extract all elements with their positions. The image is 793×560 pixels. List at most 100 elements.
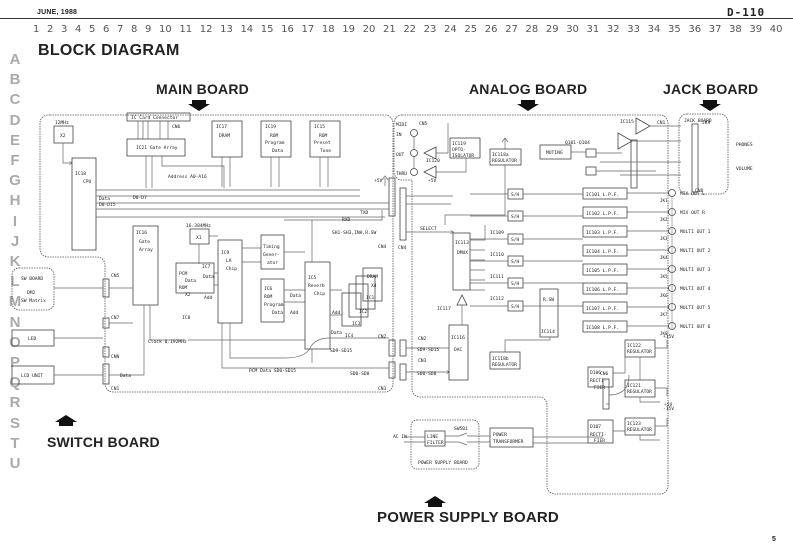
svg-text:IC123: IC123 bbox=[627, 421, 641, 427]
column-number: 14 bbox=[240, 24, 254, 35]
svg-text:SW BOARD: SW BOARD bbox=[21, 276, 43, 282]
sample-hold-label: S/H bbox=[511, 304, 520, 310]
column-number: 33 bbox=[627, 24, 640, 35]
svg-text:TXD: TXD bbox=[360, 210, 369, 216]
output-jack-id: JK4 bbox=[660, 255, 668, 260]
document-date: JUNE, 1988 bbox=[37, 9, 78, 16]
svg-text:IC1: IC1 bbox=[366, 295, 375, 301]
column-number: 24 bbox=[444, 24, 457, 35]
row-letter: O bbox=[9, 333, 21, 351]
column-number: 19 bbox=[342, 24, 355, 35]
row-letter: J bbox=[10, 232, 20, 250]
cn2-analog-connector bbox=[399, 339, 407, 357]
page-title: BLOCK DIAGRAM bbox=[38, 42, 180, 59]
column-number: 28 bbox=[525, 24, 539, 35]
header-rule bbox=[0, 18, 793, 19]
lpf-block bbox=[582, 301, 628, 314]
main-board-label: MAIN BOARD bbox=[156, 81, 249, 97]
svg-text:FIER: FIER bbox=[594, 438, 605, 444]
svg-text:CPU: CPU bbox=[83, 179, 92, 185]
ic118a-regulator bbox=[489, 148, 522, 166]
output-jack-label: MULTI OUT 3 bbox=[680, 267, 711, 273]
svg-text:IC118a: IC118a bbox=[492, 152, 509, 158]
svg-text:SD9-SD15: SD9-SD15 bbox=[330, 348, 352, 354]
svg-text:Preset: Preset bbox=[314, 140, 331, 146]
cn4-main-connector bbox=[388, 177, 396, 217]
svg-text:+5V: +5V bbox=[428, 178, 437, 184]
column-number: 4 bbox=[75, 24, 82, 35]
d106-rectifier bbox=[587, 366, 614, 388]
svg-text:SD9-SD15: SD9-SD15 bbox=[417, 347, 439, 353]
svg-text:Tone: Tone bbox=[320, 148, 331, 154]
column-number: 12 bbox=[199, 24, 213, 35]
svg-text:REGULATOR: REGULATOR bbox=[492, 362, 517, 368]
lpf-label: IC101 L.P.F. bbox=[586, 192, 619, 198]
svg-text:IC117: IC117 bbox=[437, 306, 451, 312]
svg-text:+5V: +5V bbox=[374, 178, 383, 184]
svg-text:OPTO-: OPTO- bbox=[452, 147, 466, 153]
column-number: 27 bbox=[505, 24, 518, 35]
svg-text:CN6: CN6 bbox=[172, 124, 181, 130]
svg-text:CN4: CN4 bbox=[378, 244, 387, 250]
lpf-block bbox=[582, 263, 628, 276]
output-jack-label: MULTI OUT 2 bbox=[680, 248, 711, 254]
svg-text:Add: Add bbox=[332, 310, 341, 316]
row-letter: M bbox=[8, 293, 22, 311]
svg-text:ROM: ROM bbox=[179, 285, 188, 291]
svg-text:Q101-Q104: Q101-Q104 bbox=[565, 140, 590, 146]
svg-text:IC16: IC16 bbox=[136, 230, 147, 236]
sample-hold-label: S/H bbox=[511, 281, 520, 287]
svg-text:REGULATOR: REGULATOR bbox=[627, 349, 652, 355]
svg-text:CN1: CN1 bbox=[657, 120, 666, 126]
column-number: 38 bbox=[729, 24, 742, 35]
column-number: 10 bbox=[159, 24, 172, 35]
ic117-amp bbox=[456, 294, 468, 306]
power-board-arrow-icon bbox=[424, 496, 446, 507]
svg-text:REGULATOR: REGULATOR bbox=[627, 389, 652, 395]
x1-crystal bbox=[189, 228, 210, 245]
column-number: 3 bbox=[61, 24, 68, 35]
svg-text:ROM: ROM bbox=[264, 294, 273, 300]
ic116-dac bbox=[448, 324, 469, 381]
svg-text:TRANSFORMER: TRANSFORMER bbox=[493, 439, 524, 445]
column-number: 35 bbox=[667, 24, 681, 35]
cn7-connector bbox=[102, 317, 110, 329]
column-number: 23 bbox=[423, 24, 437, 35]
svg-text:Data: Data bbox=[272, 310, 283, 316]
switch-board-arrow-icon bbox=[55, 415, 77, 426]
column-number: 36 bbox=[688, 24, 702, 35]
svg-text:IC111: IC111 bbox=[490, 274, 504, 280]
svg-text:Gate: Gate bbox=[139, 239, 150, 245]
row-letter: A bbox=[9, 51, 21, 68]
svg-text:CN7: CN7 bbox=[111, 315, 120, 321]
svg-text:MUTING: MUTING bbox=[546, 150, 563, 156]
svg-text:ROM: ROM bbox=[270, 133, 279, 139]
lpf-label: IC106 L.P.F. bbox=[586, 287, 619, 293]
lpf-label: IC102 L.P.F. bbox=[586, 211, 619, 217]
svg-text:POWER: POWER bbox=[493, 432, 507, 438]
output-jack-id: JK3 bbox=[660, 236, 668, 241]
svg-text:VOLUME: VOLUME bbox=[736, 166, 753, 172]
ic7-pcm-rom bbox=[175, 262, 215, 294]
svg-text:+5V: +5V bbox=[664, 402, 673, 408]
svg-text:Data: Data bbox=[203, 274, 214, 280]
ic-card-connector-label: IC Card Connector bbox=[131, 115, 178, 121]
ic18-cpu bbox=[71, 157, 97, 251]
svg-text:CN3: CN3 bbox=[418, 358, 427, 364]
ic119-opto-isolator bbox=[449, 137, 481, 159]
svg-text:IC112: IC112 bbox=[490, 296, 504, 302]
svg-text:Clock 0.192MHz: Clock 0.192MHz bbox=[148, 339, 187, 345]
ic114-r-sw bbox=[539, 288, 559, 338]
jack-board-arrow-icon bbox=[699, 100, 721, 111]
svg-text:Add: Add bbox=[204, 295, 213, 301]
svg-text:IC2: IC2 bbox=[359, 309, 368, 315]
svg-text:LED: LED bbox=[28, 336, 37, 342]
svg-text:IC9: IC9 bbox=[221, 250, 230, 256]
column-number: 37 bbox=[708, 24, 722, 35]
output-jack-label: MIX OUT L bbox=[680, 191, 705, 197]
ic6-rom-program-data bbox=[260, 278, 285, 323]
svg-text:JK9: JK9 bbox=[702, 120, 711, 126]
svg-text:D0-D7: D0-D7 bbox=[133, 195, 147, 201]
svg-text:IC18: IC18 bbox=[75, 171, 86, 177]
